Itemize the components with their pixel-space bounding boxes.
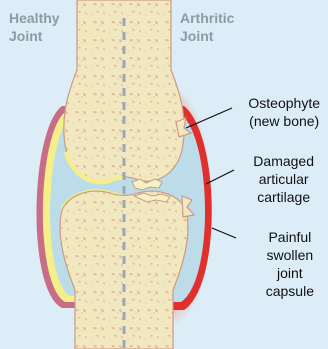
damaged-cartilage-label: Damaged articular cartilage [253,152,314,206]
arthritic-joint-heading: Arthritic Joint [180,9,234,45]
healthy-joint-heading: Healthy Joint [9,9,60,45]
osteophyte-label: Osteophyte (new bone) [248,94,320,130]
joint-capsule-label: Painful swollen joint capsule [266,228,314,300]
